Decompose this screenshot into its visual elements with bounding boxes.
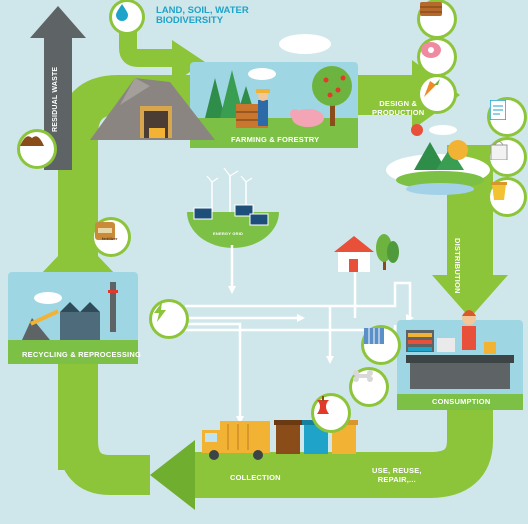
consumption-label: CONSUMPTION xyxy=(432,397,491,406)
radiator-badge xyxy=(364,328,398,362)
design-production-label: DESIGN & PRODUCTION xyxy=(372,99,425,117)
use-label-line1: USE, REUSE, xyxy=(372,466,422,475)
bag-badge xyxy=(490,140,524,174)
fertilizer-label: fertilizer xyxy=(102,237,118,241)
bone-icon xyxy=(353,370,373,382)
energy-grid-label: ENERGY GRID xyxy=(213,231,244,236)
resources-title-line2: BIODIVERSITY xyxy=(156,15,224,27)
apple-core-icon xyxy=(317,396,329,414)
collection-label: COLLECTION xyxy=(230,473,281,482)
design-label-line2: PRODUCTION xyxy=(372,107,425,117)
compost-badge xyxy=(20,132,54,166)
shopping-bag-icon xyxy=(490,141,508,160)
resources-title-line1: LAND, SOIL, WATER xyxy=(156,5,249,16)
distribution-arrow-head xyxy=(432,275,508,318)
bucket-badge xyxy=(490,180,524,214)
wood-badge xyxy=(420,2,454,36)
collection-arrow-head xyxy=(150,440,195,510)
consumption-panel xyxy=(397,310,523,410)
mine-illustration xyxy=(90,78,215,140)
document-badge xyxy=(490,100,524,134)
house-illustration xyxy=(334,234,399,272)
resources-title: LAND, SOIL, WATER BIODIVERSITY xyxy=(156,5,249,27)
distribution-lines xyxy=(185,245,412,420)
farming-panel xyxy=(190,34,358,148)
recycling-panel xyxy=(8,272,138,364)
carrot-badge xyxy=(420,77,454,111)
energy-badge xyxy=(152,302,186,336)
collection-illustration xyxy=(202,420,358,460)
design-label-line1: DESIGN & xyxy=(379,99,418,108)
use-label-line2: REPAIR,... xyxy=(377,474,416,484)
lightning-icon xyxy=(154,302,166,322)
farming-label: FARMING & FORESTRY xyxy=(231,135,320,144)
compost-pile-icon xyxy=(20,136,44,146)
meat-badge xyxy=(420,40,454,74)
fertilizer-bag-icon xyxy=(95,222,115,240)
distribution-label: DISTRIBUTION xyxy=(453,238,462,294)
resource-inflow-arrow xyxy=(119,22,205,84)
use-reuse-label: USE, REUSE, REPAIR,... xyxy=(372,466,422,484)
recycle-up-arrow-head xyxy=(40,235,116,275)
document-icon xyxy=(490,100,506,120)
radiator-icon xyxy=(364,328,384,344)
energy-grid-illustration xyxy=(187,167,279,248)
wood-plank-icon xyxy=(420,2,442,16)
water-drop-icon xyxy=(116,4,128,21)
paint-bucket-icon xyxy=(491,182,507,200)
apple-core-badge xyxy=(314,396,348,430)
carrot-icon xyxy=(424,79,440,97)
bone-badge xyxy=(352,370,386,404)
recycling-label: RECYCLING & REPROCESSING xyxy=(22,350,141,359)
production-illustration xyxy=(386,124,490,195)
fertilizer-badge xyxy=(94,220,128,254)
residual-waste-label: RESIDUAL WASTE xyxy=(52,66,59,132)
water-drop-badge xyxy=(112,2,142,32)
meat-icon xyxy=(421,42,441,58)
